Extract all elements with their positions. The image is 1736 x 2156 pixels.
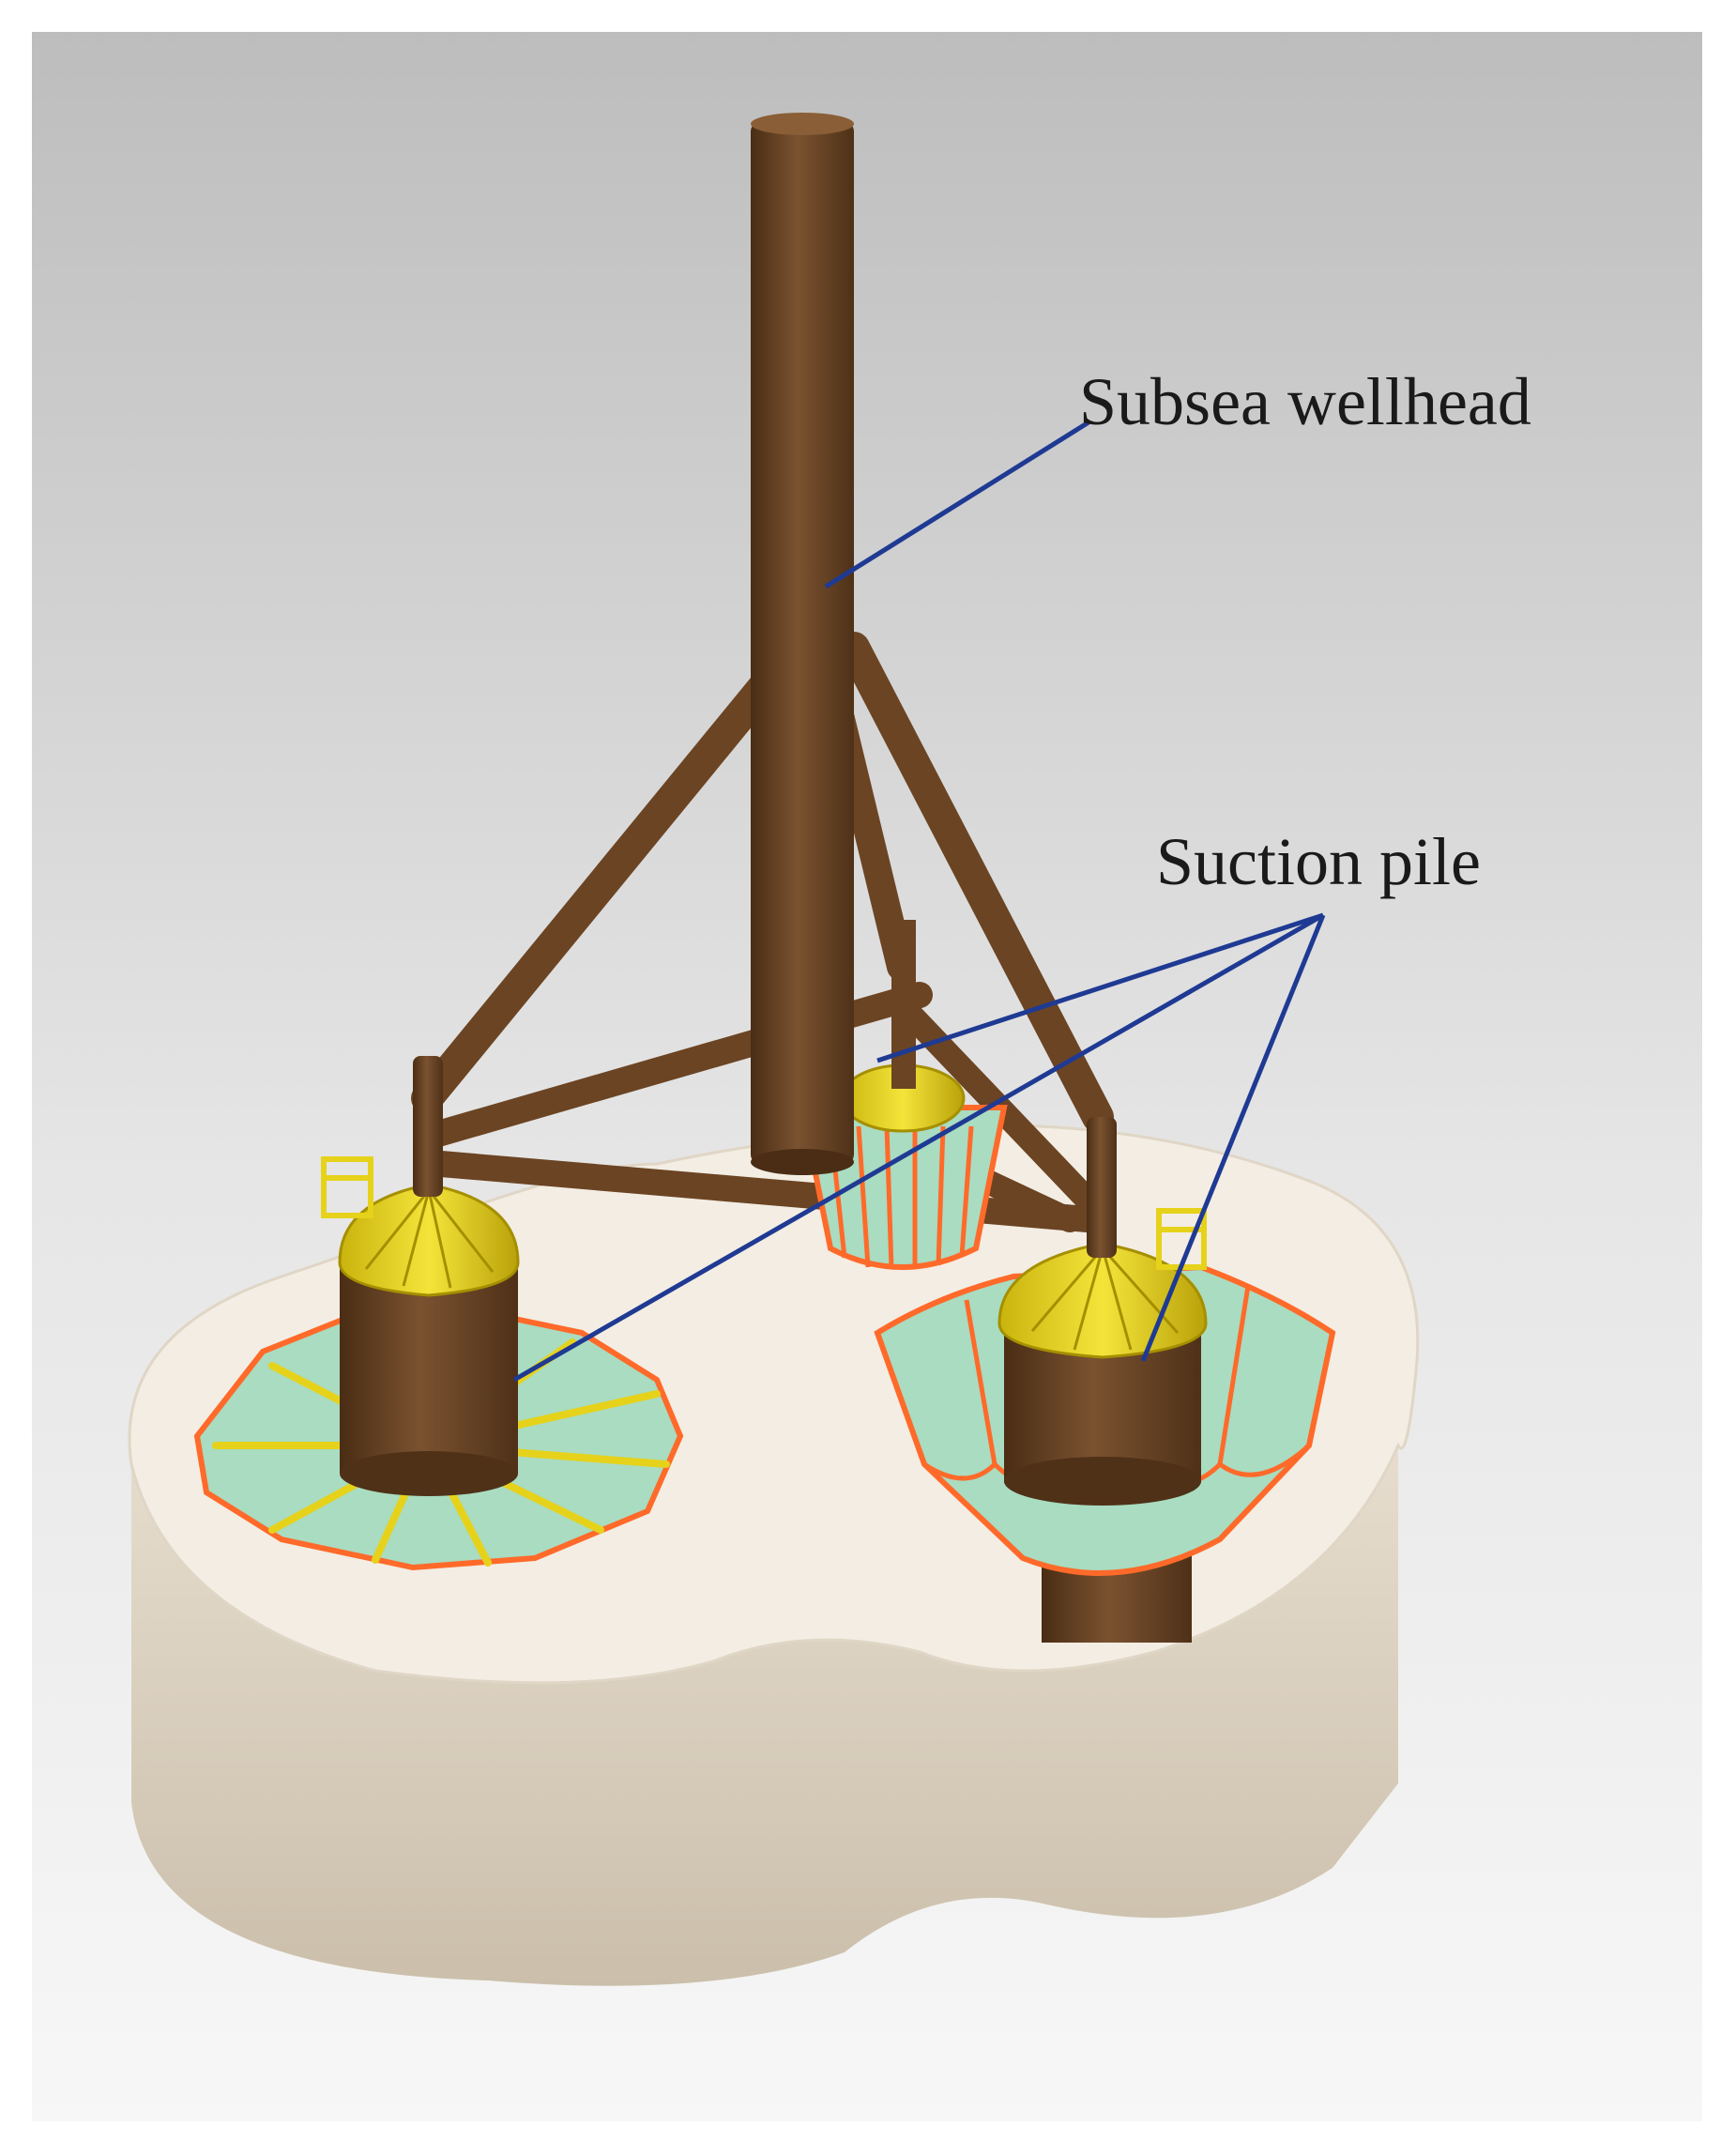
wellhead-column bbox=[751, 113, 854, 1175]
leader-pile-right bbox=[1140, 914, 1326, 1362]
leader-pile-back bbox=[876, 912, 1324, 1063]
label-subsea-wellhead: Subsea wellhead bbox=[1079, 364, 1531, 439]
suction-pile-left bbox=[193, 1056, 684, 1571]
leader-wellhead bbox=[824, 420, 1090, 589]
leader-pile-left bbox=[512, 912, 1325, 1383]
leader-lines bbox=[512, 420, 1326, 1383]
label-suction-pile: Suction pile bbox=[1156, 824, 1481, 899]
